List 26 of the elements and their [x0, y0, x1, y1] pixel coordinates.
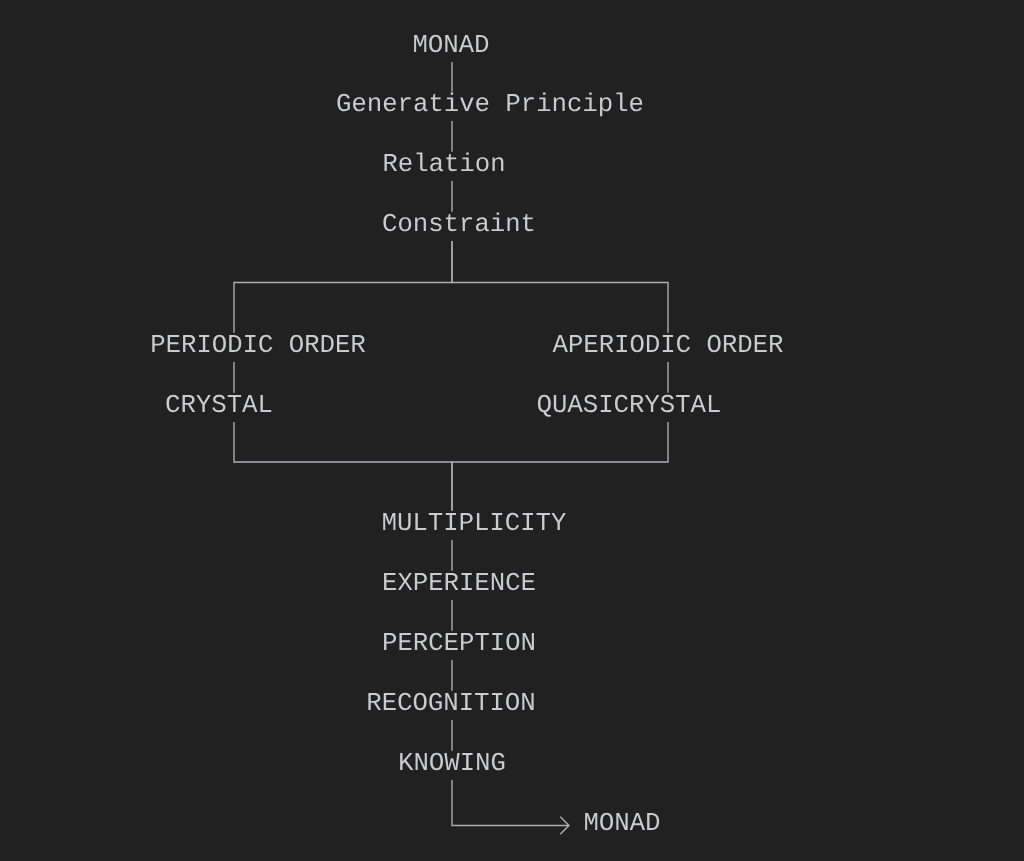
connector-line — [451, 719, 453, 752]
text-label: Relation — [384, 152, 504, 172]
text-label: QUASICRYSTAL — [537, 394, 720, 417]
text-label: PERCEPTION — [384, 632, 534, 651]
connector-line — [451, 240, 669, 334]
text-label: PERIODIC ORDER — [152, 334, 366, 353]
connector-line — [451, 659, 453, 692]
connector-line — [451, 599, 453, 632]
text-label: MONAD — [414, 34, 489, 53]
connector-line — [451, 61, 453, 93]
text-label: RECOGNITION — [368, 692, 534, 711]
connector-line — [451, 180, 453, 213]
text-label: CRYSTAL — [166, 394, 272, 413]
text-label: Constraint — [383, 212, 534, 232]
connector-line — [667, 361, 669, 394]
connector-line — [451, 539, 453, 572]
connector-line — [233, 361, 235, 394]
text-label: EXPERIENCE — [384, 572, 535, 591]
connector-line — [451, 120, 453, 153]
connector-line — [451, 421, 669, 512]
arrow — [451, 779, 570, 835]
text-label: Generative Principle — [337, 92, 643, 117]
text-label: MULTIPLICITY — [383, 512, 566, 531]
text-label: APERIODIC ORDER — [552, 334, 783, 353]
text-label: MONAD — [585, 812, 660, 831]
text-label: KNOWING — [400, 752, 505, 771]
